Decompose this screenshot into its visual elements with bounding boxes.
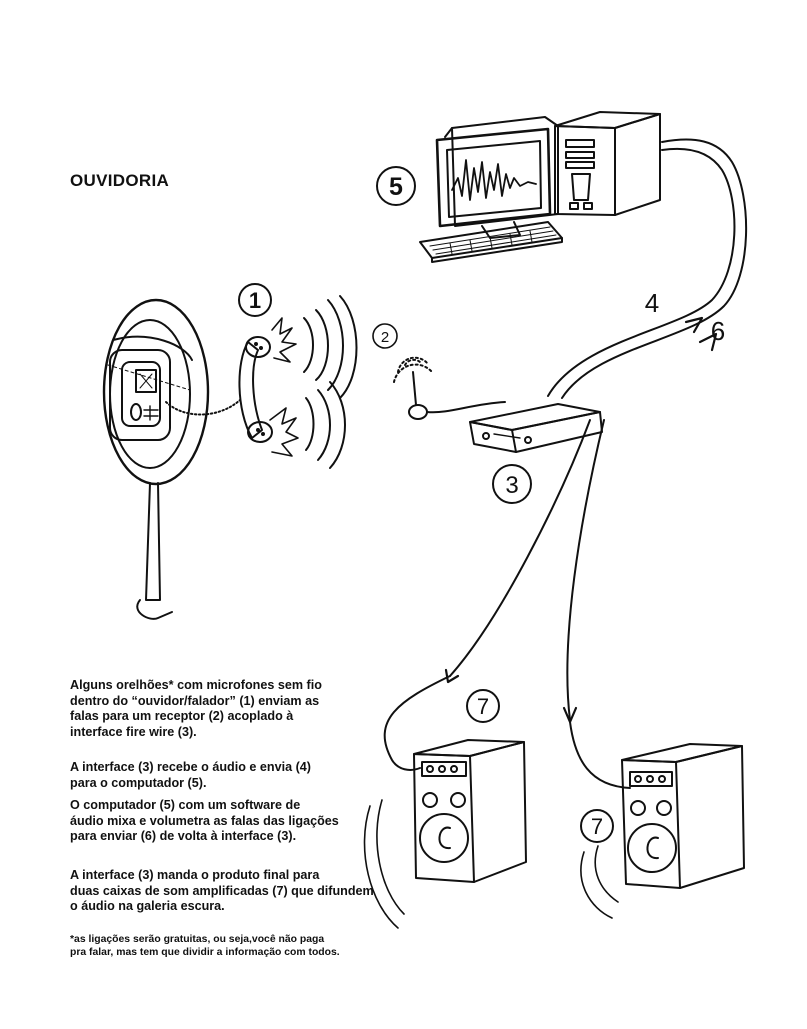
marker-7-left: 7 [466, 689, 500, 723]
cable-interface-computer [547, 138, 748, 399]
svg-text:4: 4 [645, 288, 659, 318]
svg-text:7: 7 [477, 694, 489, 719]
svg-text:3: 3 [505, 472, 518, 499]
cables-interface-speakers [383, 419, 631, 789]
firewire-interface [469, 403, 603, 453]
description-paragraph-3: O computador (5) com um software de áudi… [70, 798, 339, 843]
marker-2: 2 [372, 323, 398, 349]
page-title: OUVIDORIA [70, 171, 170, 190]
svg-text:6: 6 [711, 316, 725, 346]
marker-7-right: 7 [580, 809, 614, 843]
footnote: *as ligações serão gratuitas, ou seja,vo… [70, 934, 340, 958]
speaker-left [363, 739, 527, 929]
wireless-receiver [393, 356, 506, 420]
marker-6: 6 [711, 316, 725, 346]
telephone-handset [165, 336, 273, 443]
payphone-orelhao [102, 298, 210, 620]
marker-1: 1 [238, 283, 272, 317]
sound-waves [269, 295, 358, 469]
svg-text:5: 5 [389, 173, 403, 201]
marker-5: 5 [376, 166, 416, 206]
marker-4: 4 [645, 288, 659, 318]
computer-tower [554, 111, 661, 216]
svg-text:2: 2 [381, 329, 389, 346]
svg-text:1: 1 [249, 288, 261, 313]
marker-3: 3 [492, 464, 532, 504]
description-paragraph-1: Alguns orelhões* com microfones sem fio … [70, 678, 322, 739]
computer-monitor [435, 116, 559, 239]
svg-text:7: 7 [591, 814, 603, 839]
speaker-right [580, 743, 745, 919]
keyboard [419, 221, 563, 263]
description-paragraph-4: A interface (3) manda o produto final pa… [70, 868, 374, 913]
description-paragraph-2: A interface (3) recebe o áudio e envia (… [70, 760, 311, 790]
